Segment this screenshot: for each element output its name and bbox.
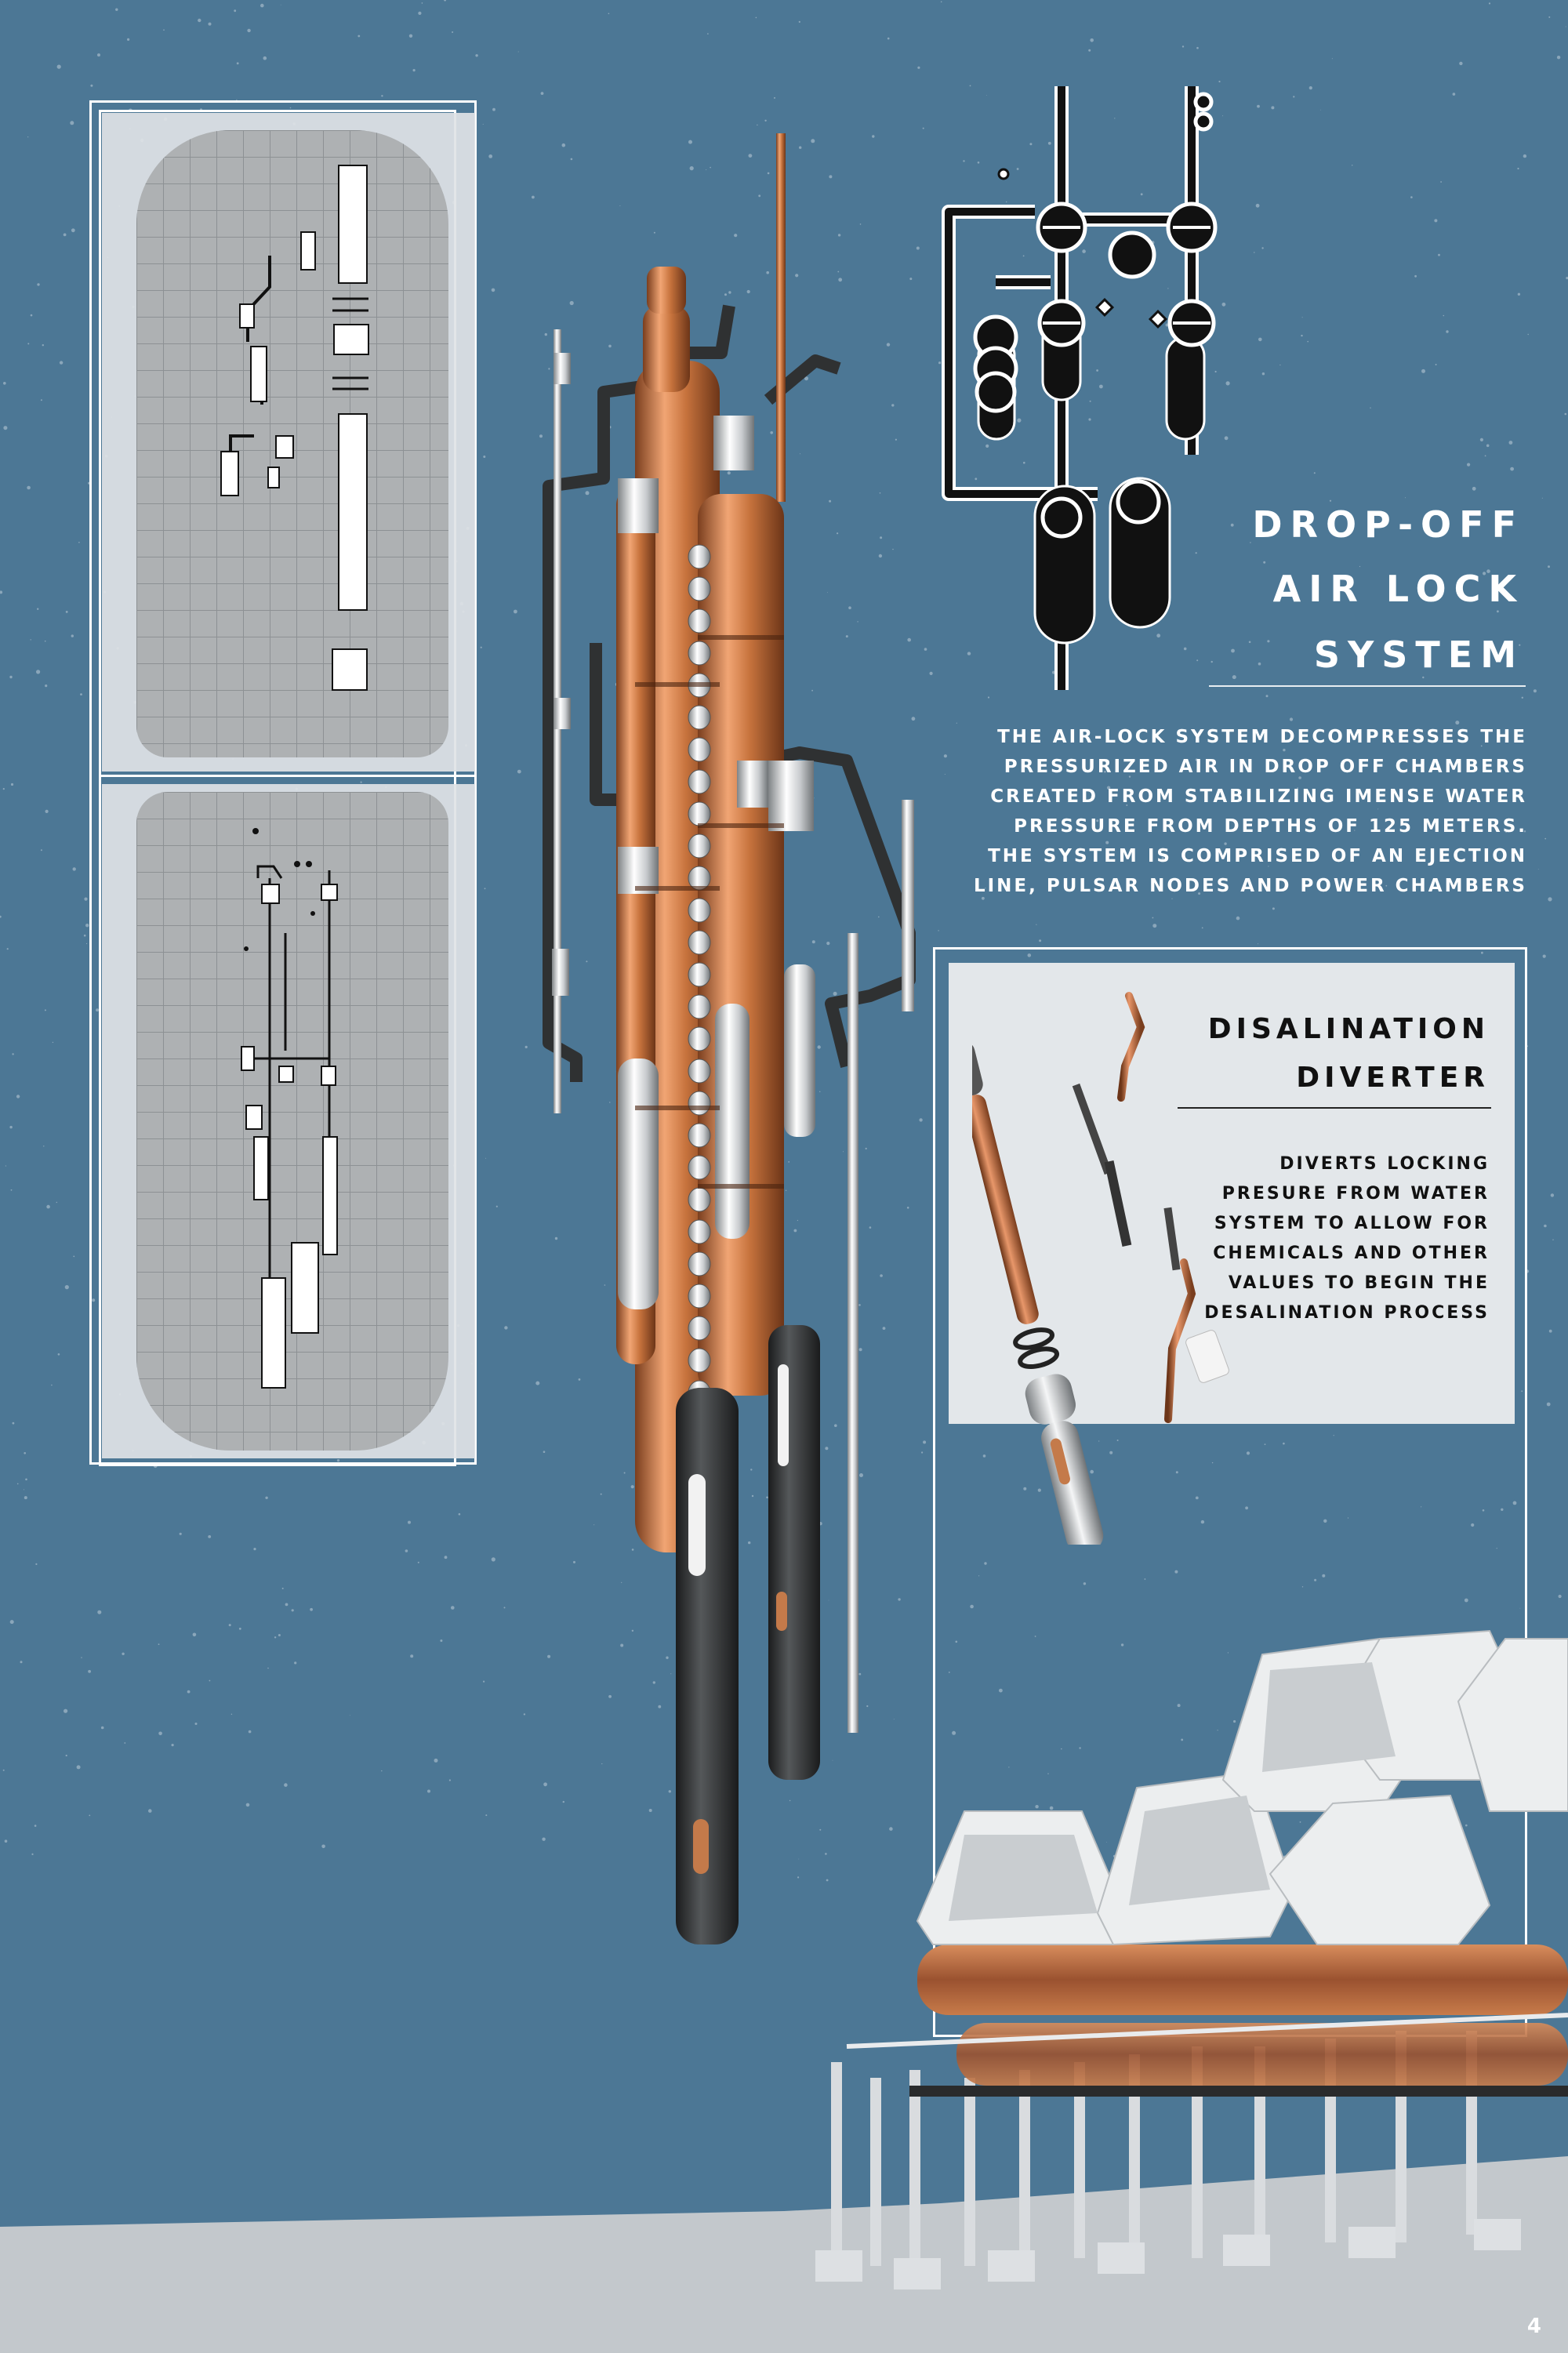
diverter-desc-line-4: CHEMICALS AND OTHER [1213, 1244, 1490, 1263]
airlock-title-line-3: SYSTEM [1313, 634, 1524, 676]
airlock-desc-line-4: PRESSURE FROM DEPTHS OF 125 METERS. [1014, 816, 1527, 837]
concrete-structure-render-icon [0, 1629, 1568, 2353]
airlock-desc-line-3: CREATED FROM STABILIZING IMENSE WATER [990, 786, 1527, 807]
schematic-side-drawing-icon [241, 828, 338, 1389]
diverter-desc-line-3: SYSTEM TO ALLOW FOR [1214, 1214, 1490, 1233]
diverter-title-line-1: DISALINATION [1207, 1013, 1490, 1045]
exploded-orthographic-drawing-icon [220, 165, 369, 691]
airlock-desc-line-6: LINE, PULSAR NODES AND POWER CHAMBERS [973, 876, 1527, 896]
left-drawing-frame-outer [89, 100, 477, 1465]
copper-pipe-assembly-icon [543, 133, 916, 1944]
diverter-description: DIVERTS LOCKING PRESURE FROM WATER SYSTE… [1098, 1149, 1490, 1328]
orthographic-drawing-top [136, 130, 448, 757]
diverter-title-line-2: DIVERTER [1296, 1062, 1490, 1094]
airlock-title-line-1: DROP-OFF [1252, 503, 1524, 546]
page-number: 4 [1526, 2315, 1541, 2338]
airlock-desc-line-2: PRESSURIZED AIR IN DROP OFF CHAMBERS [1004, 757, 1527, 777]
airlock-desc-line-5: THE SYSTEM IS COMPRISED OF AN EJECTION [988, 846, 1527, 866]
airlock-desc-line-1: THE AIR-LOCK SYSTEM DECOMPRESSES THE [997, 727, 1527, 747]
panel-divider [99, 775, 477, 777]
diverter-desc-line-1: DIVERTS LOCKING [1279, 1154, 1490, 1174]
airlock-title-line-2: AIR LOCK [1272, 568, 1524, 610]
airlock-description: THE AIR-LOCK SYSTEM DECOMPRESSES THE PRE… [900, 722, 1527, 901]
diverter-desc-line-5: VALUES TO BEGIN THE [1228, 1273, 1490, 1293]
orthographic-drawing-bottom [136, 792, 448, 1451]
diverter-desc-line-6: DESALINATION PROCESS [1204, 1303, 1490, 1323]
airlock-schematic-icon [942, 86, 1218, 690]
diverter-exploded-render-icon [972, 992, 1229, 1545]
diverter-title-rule [1178, 1107, 1491, 1109]
airlock-title-rule [1209, 685, 1526, 687]
diverter-desc-line-2: PRESURE FROM WATER [1221, 1184, 1490, 1204]
